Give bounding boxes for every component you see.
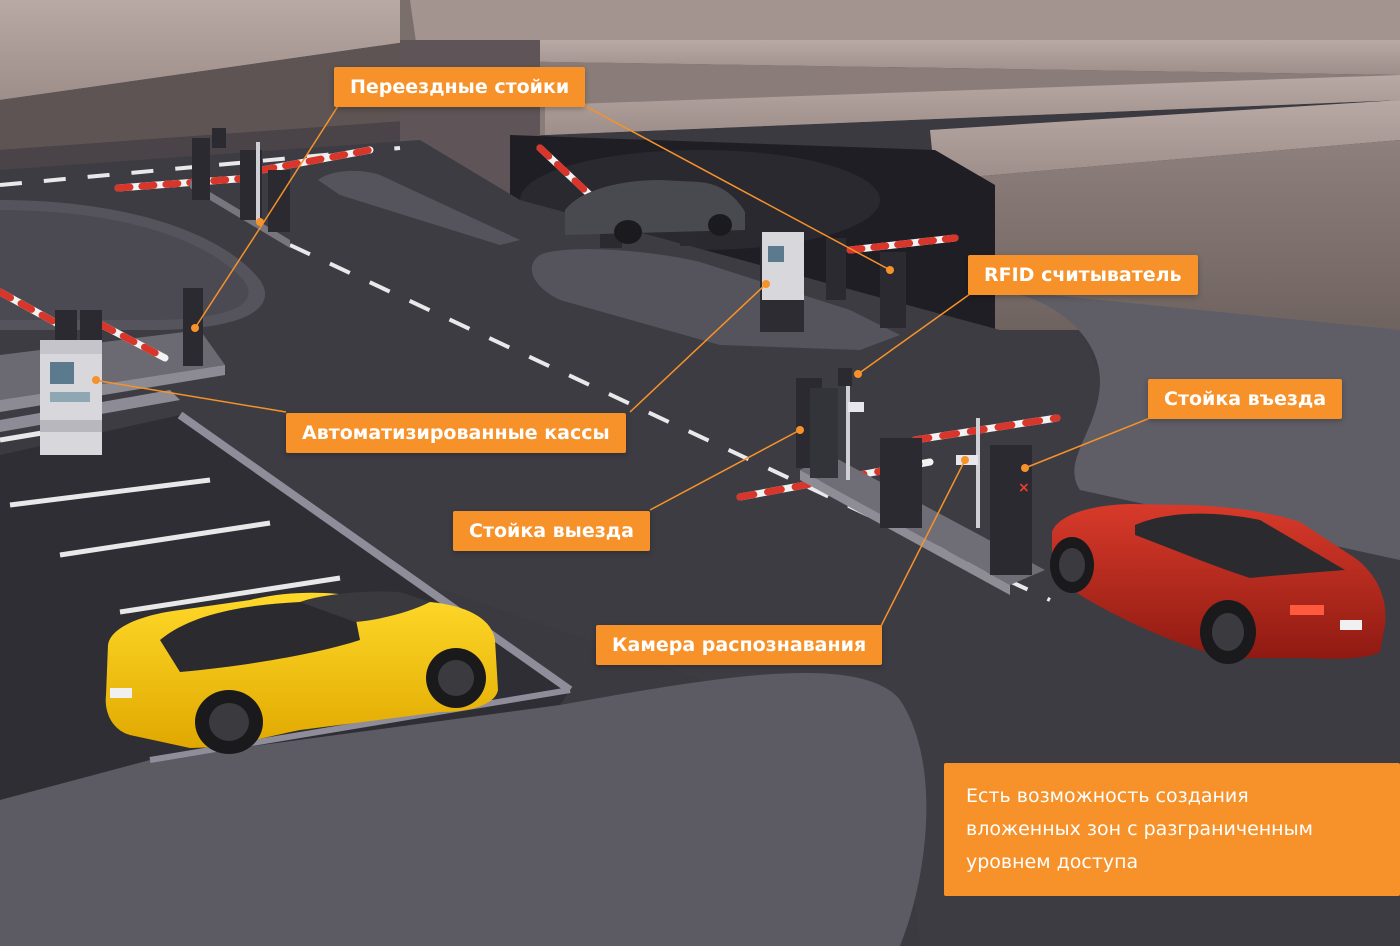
label-rfid-reader: RFID считыватель: [968, 255, 1198, 295]
lane-markings: [0, 146, 1051, 602]
leader-lines: [99, 105, 1151, 629]
label-payment-kiosks: Автоматизированные кассы: [286, 413, 626, 453]
svg-text:×: ×: [1018, 480, 1030, 496]
label-pereezdnye-stoyki: Переездные стойки: [334, 67, 586, 107]
label-exit-stand: Стойка выезда: [453, 511, 650, 551]
car-in-garage: [565, 180, 745, 244]
label-entry-stand: Стойка въезда: [1148, 379, 1343, 419]
yellow-car: [105, 591, 498, 754]
barrier-stands: ×: [55, 128, 1045, 595]
note-line: уровнем доступа: [966, 851, 1139, 873]
red-car: [1050, 504, 1386, 664]
leader-dots: [92, 218, 1029, 472]
access-zones-note: Есть возможность создания вложенных зон …: [944, 763, 1400, 896]
note-line: вложенных зон с разграниченным: [966, 818, 1313, 840]
label-recognition-camera: Камера распознавания: [596, 625, 883, 665]
note-line: Есть возможность создания: [966, 785, 1249, 807]
